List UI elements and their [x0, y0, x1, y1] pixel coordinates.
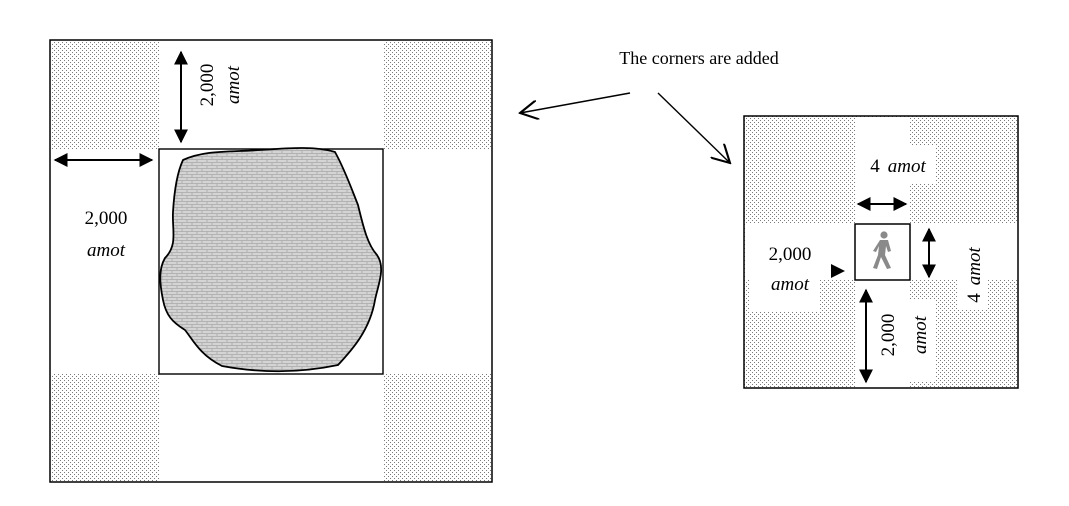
right-left-pointer-arrow: [831, 264, 845, 278]
right-bottom-label-number: 2,000: [878, 314, 899, 357]
left-corner-top-left: [51, 41, 159, 149]
left-top-label-number: 2,000: [197, 64, 218, 107]
right-top-label-unit: amot: [888, 156, 927, 177]
right-figure: 4 amot 2,000 amot 4 amot 2,000 amot: [743, 115, 1019, 389]
walking-person-icon: [873, 231, 891, 269]
caption-text: The corners are added: [619, 48, 778, 68]
right-top-label-number: 4: [870, 156, 880, 177]
right-bottom-label-bg: [878, 300, 936, 382]
left-side-label-number: 2,000: [85, 208, 128, 229]
right-top-label-bg: [858, 146, 936, 184]
left-top-label: 2,000 amot: [197, 64, 244, 107]
right-left-label-unit: amot: [771, 274, 810, 295]
right-bottom-label-unit: amot: [910, 315, 931, 354]
left-corner-top-right: [383, 41, 491, 149]
right-bottom-label: 2,000 amot: [878, 314, 931, 357]
left-side-label-unit: amot: [87, 240, 126, 261]
left-figure: 2,000 amot 2,000 amot: [49, 39, 493, 483]
caption-pointer-right: [657, 92, 730, 163]
right-left-label-bg: [749, 234, 819, 312]
right-left-label-number: 2,000: [769, 244, 812, 265]
left-corner-bottom-right: [383, 374, 491, 481]
svg-text:4 amot: 4 amot: [964, 247, 985, 303]
left-corner-bottom-left: [51, 374, 159, 481]
right-top-label: 4 amot: [870, 156, 926, 177]
right-right-label-unit: amot: [964, 247, 985, 286]
right-right-label-bg: [958, 244, 988, 310]
left-top-label-unit: amot: [223, 65, 244, 104]
irregular-brick-area-icon: [159, 147, 383, 373]
caption-pointer-left: [520, 92, 631, 113]
right-right-label: 4 amot: [964, 247, 985, 303]
right-right-label-number: 4: [964, 293, 985, 303]
